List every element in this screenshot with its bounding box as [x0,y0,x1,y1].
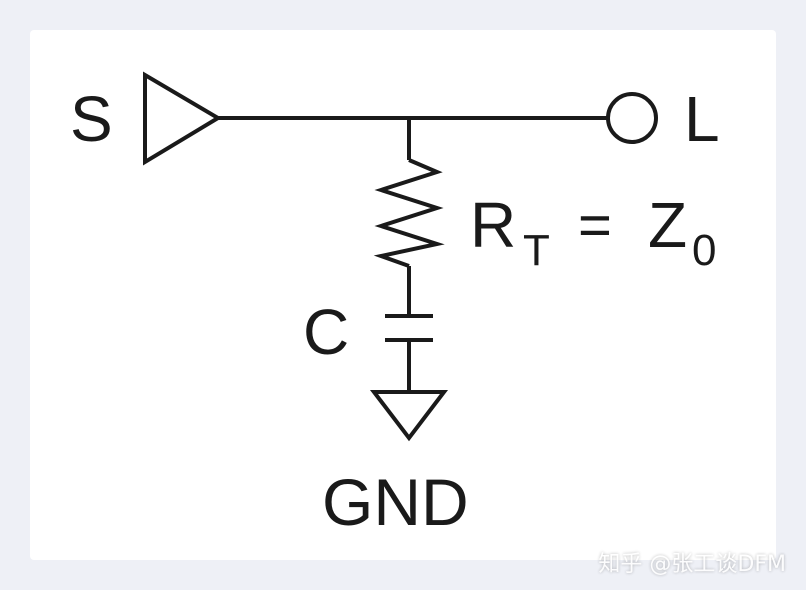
impedance-subscript: 0 [692,226,716,275]
load-label: L [684,83,720,155]
resistor-label: R [470,189,516,261]
load-receiver-symbol [606,92,658,144]
impedance-label: Z [648,189,687,261]
ground-symbol [369,390,449,442]
watermark-text: 知乎 @张工谈DFM [598,552,786,577]
source-driver-symbol [143,71,222,166]
resistor-symbol-text: R [470,189,516,261]
capacitor-label: C [303,296,349,368]
resistor-subscript: T [523,226,550,275]
equals-sign: = [578,193,612,258]
ground-label: GND [322,465,469,539]
termination-resistor-symbol [373,158,445,268]
source-label: S [70,83,113,155]
